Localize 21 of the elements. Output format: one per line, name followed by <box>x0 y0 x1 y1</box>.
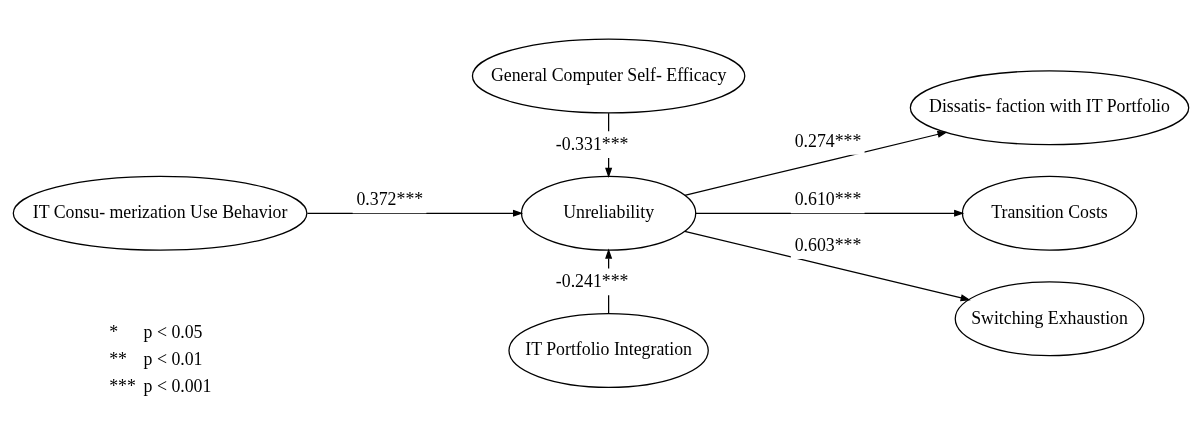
node-ellipse: IT Consu- merization Use Behavior <box>12 175 308 251</box>
node-ellipse: Switching Exhaustion <box>954 281 1145 357</box>
arrow <box>306 209 524 217</box>
node-ellipse: Transition Costs <box>961 175 1138 251</box>
node-ellipse: Dissatis- faction with IT Portfolio <box>909 70 1190 146</box>
edge-label: -0.241*** <box>555 271 629 292</box>
edge-label: -0.331*** <box>555 133 629 154</box>
node-ellipse: Unreliability <box>520 175 697 251</box>
edge-label: 0.274*** <box>794 130 862 151</box>
label: *** <box>109 375 136 396</box>
node-ellipse: General Computer Self- Efficacy <box>471 38 746 114</box>
label: ** <box>109 348 128 369</box>
node-ellipse: IT Portfolio Integration <box>508 313 709 389</box>
edge-label: 0.372*** <box>356 189 424 210</box>
label: p < 0.001 <box>143 375 212 396</box>
label: * <box>109 322 119 343</box>
label: p < 0.05 <box>143 322 203 343</box>
edge-label: 0.610*** <box>794 189 862 210</box>
edge-label: 0.603*** <box>794 235 862 256</box>
arrow <box>695 209 965 217</box>
label: p < 0.01 <box>143 348 203 369</box>
